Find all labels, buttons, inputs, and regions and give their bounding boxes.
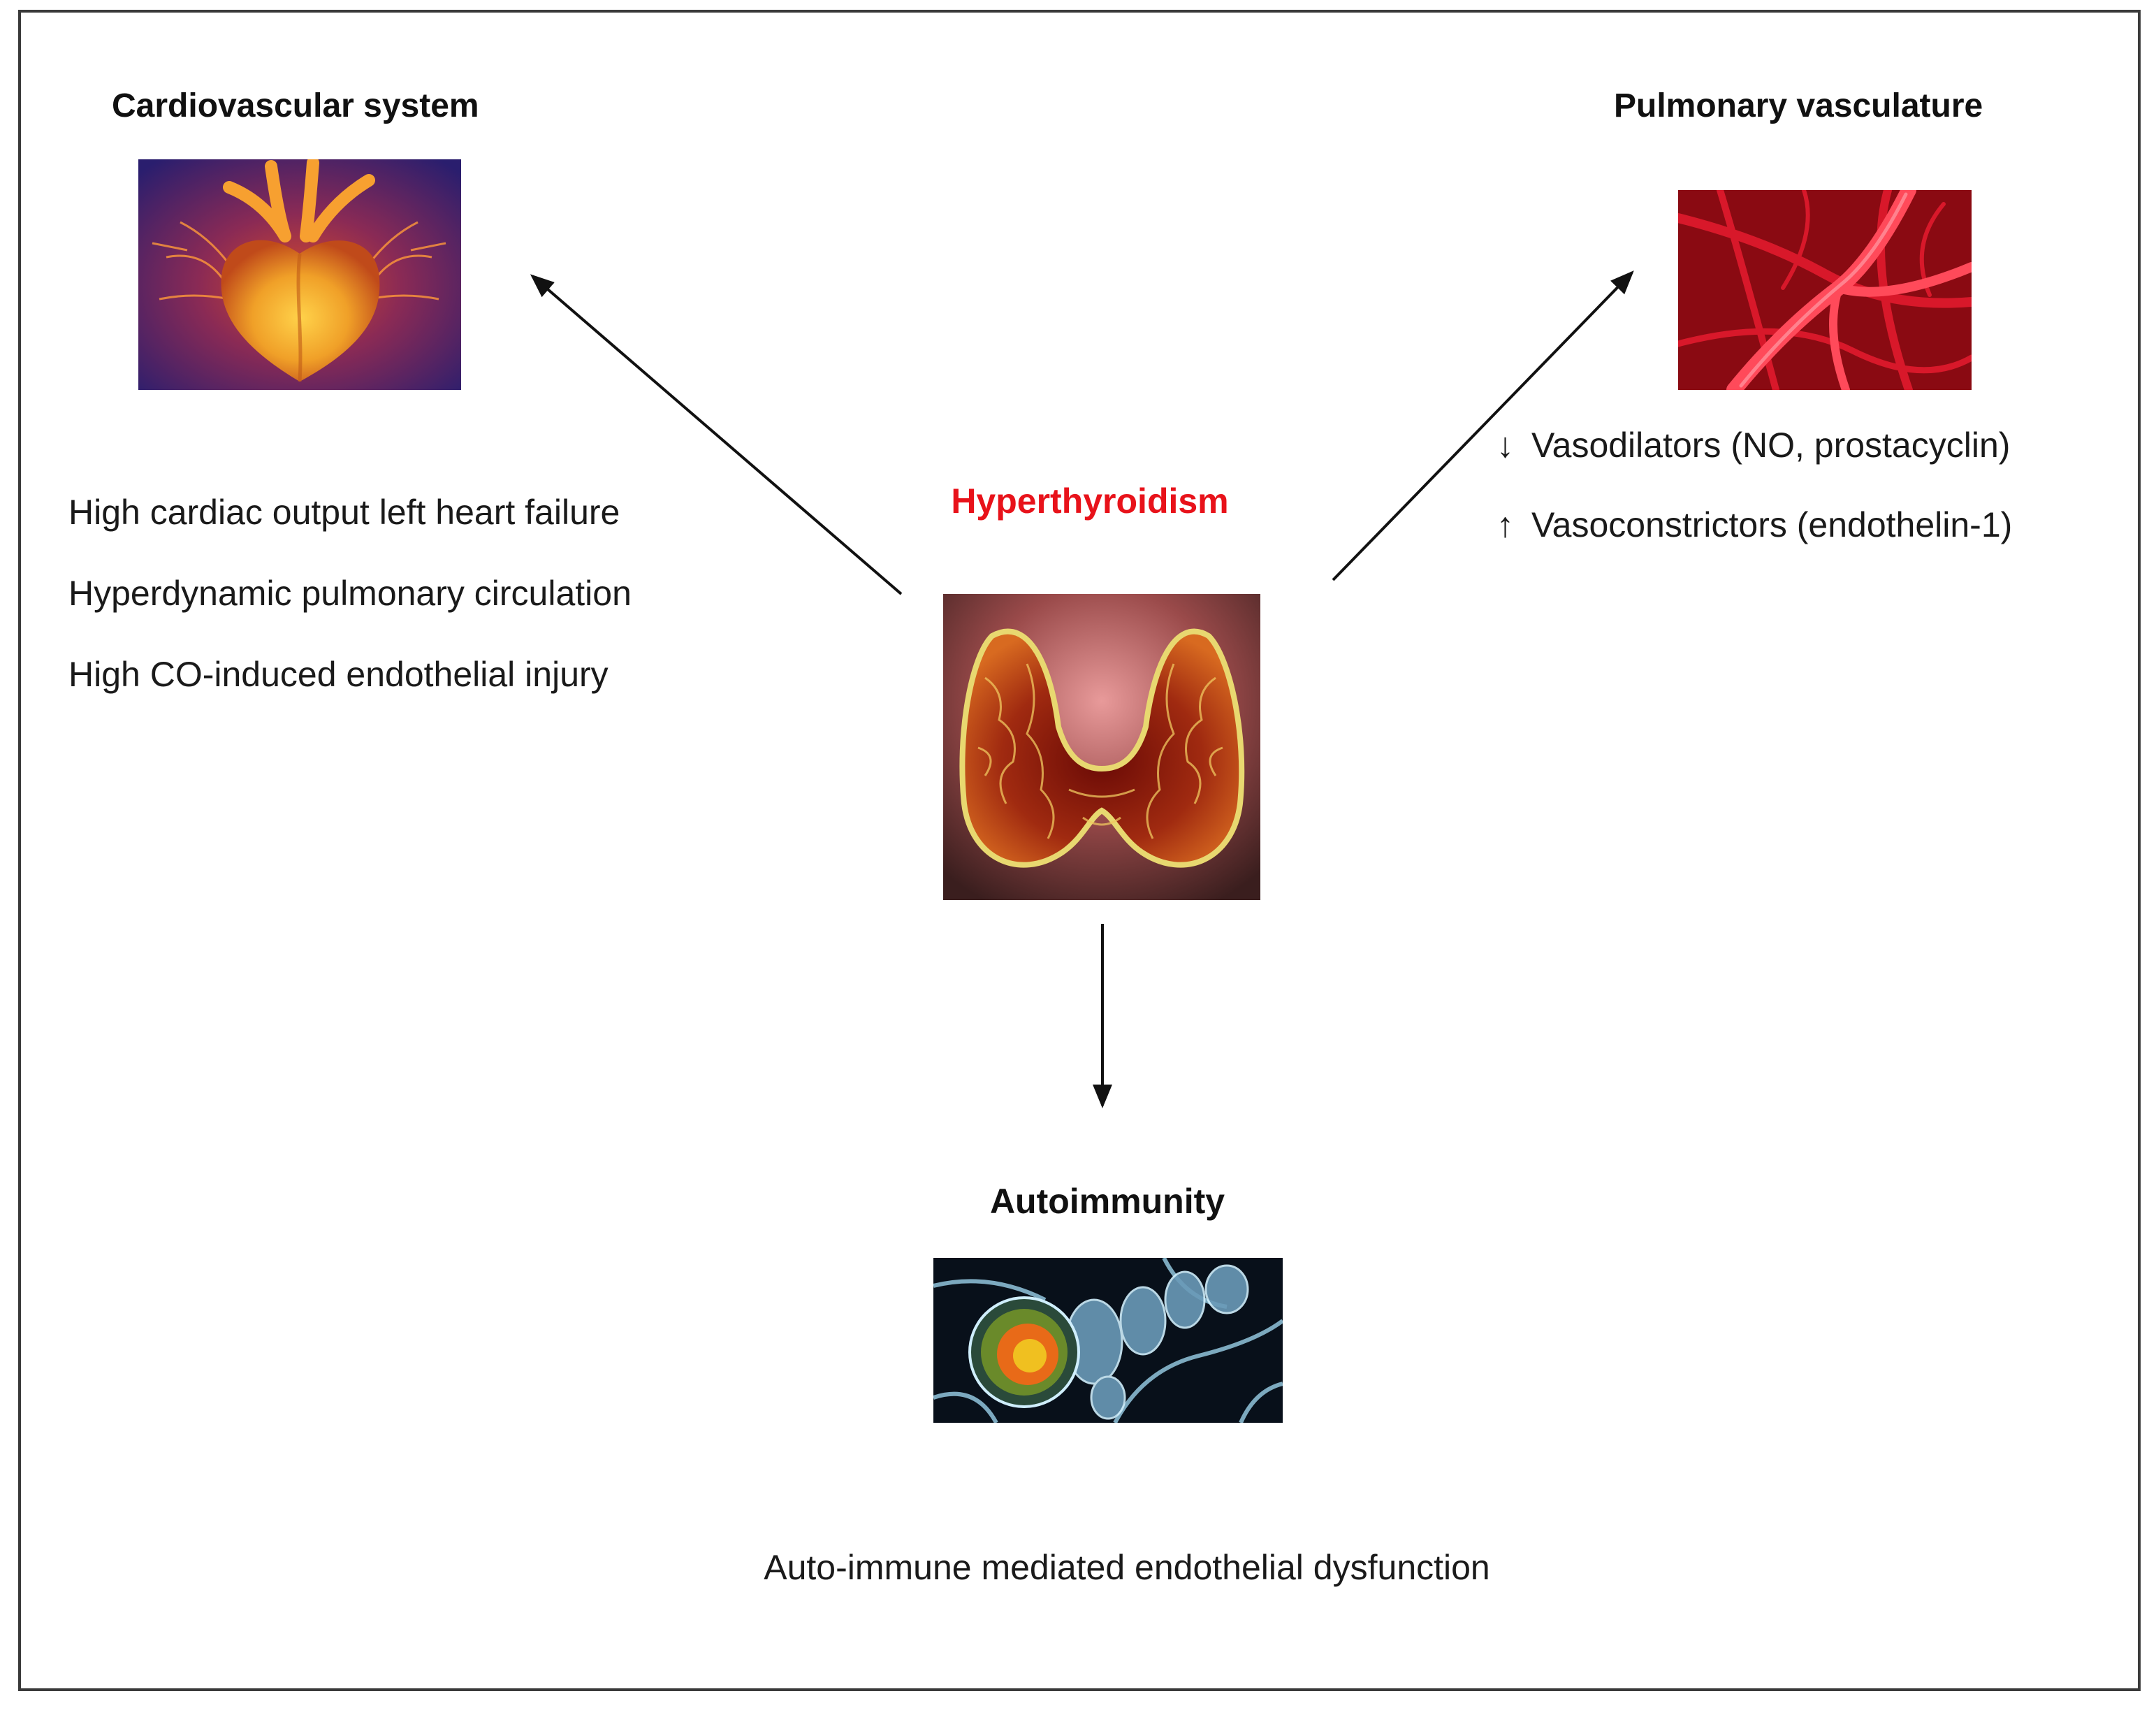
up-arrow-icon: ↑ xyxy=(1496,505,1514,544)
thyroid-gland-image xyxy=(943,594,1260,900)
hyperthyroidism-title: Hyperthyroidism xyxy=(951,481,1229,521)
pulmonary-effect-2: ↑ Vasoconstrictors (endothelin-1) xyxy=(1496,505,2012,545)
cardiovascular-title: Cardiovascular system xyxy=(112,87,479,124)
cardiovascular-effect-1: High cardiac output left heart failure xyxy=(68,493,620,532)
cardiovascular-effect-2: Hyperdynamic pulmonary circulation xyxy=(68,574,632,613)
autoimmunity-title: Autoimmunity xyxy=(989,1182,1225,1221)
down-arrow-icon: ↓ xyxy=(1496,426,1514,465)
heart-image xyxy=(138,159,461,390)
pulmonary-effect-1: ↓ Vasodilators (NO, prostacyclin) xyxy=(1496,425,2010,465)
pulmonary-effect-1-text: Vasodilators (NO, prostacyclin) xyxy=(1531,426,2011,465)
blood-vessels-image xyxy=(1678,190,1972,390)
arrow-to-pulmonary xyxy=(1332,270,1634,581)
immune-cells-image xyxy=(933,1258,1283,1423)
cardiovascular-effect-3: High CO-induced endothelial injury xyxy=(68,655,609,694)
autoimmunity-effect: Auto-immune mediated endothelial dysfunc… xyxy=(764,1548,1490,1587)
pulmonary-title: Pulmonary vasculature xyxy=(1614,87,1983,124)
arrow-to-cardiovascular xyxy=(530,274,903,595)
pulmonary-effect-2-text: Vasoconstrictors (endothelin-1) xyxy=(1531,505,2013,544)
